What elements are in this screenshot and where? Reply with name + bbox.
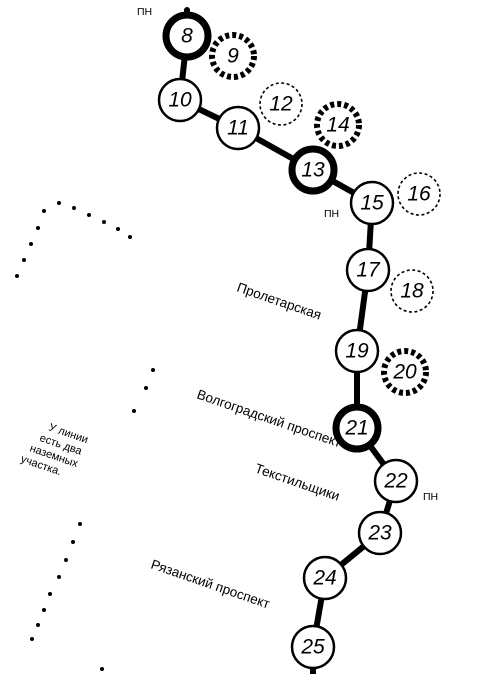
- node-17: 17: [345, 247, 391, 293]
- node-25: 25: [290, 624, 336, 670]
- node-18-number: 18: [400, 280, 424, 303]
- node-10-number: 10: [168, 89, 192, 112]
- node-24: 24: [302, 555, 348, 601]
- node-13: 13: [288, 145, 338, 195]
- pn-mark-top: ПН: [137, 6, 152, 18]
- node-15: 15: [349, 180, 395, 226]
- node-9: 9: [209, 32, 257, 80]
- node-17-number: 17: [356, 259, 381, 282]
- node-11-number: 11: [227, 117, 249, 140]
- dotted-path-bottom: [30, 522, 104, 671]
- node-23-number: 23: [367, 522, 392, 545]
- node-10: 10: [157, 77, 203, 123]
- node-14: 14: [314, 101, 362, 149]
- node-16: 16: [397, 172, 441, 216]
- node-22-number: 22: [383, 470, 408, 493]
- station-label-ryazansky: Рязанский проспект: [149, 557, 272, 612]
- node-8-number: 8: [181, 25, 193, 48]
- node-8: 8: [162, 11, 212, 61]
- node-19: 19: [334, 328, 380, 374]
- station-label-volgogradsky: Волгоградский проспект: [195, 387, 343, 451]
- pn-mark-15: ПН: [324, 208, 339, 220]
- node-12-number: 12: [269, 93, 293, 116]
- node-15-number: 15: [360, 192, 384, 215]
- node-21-number: 21: [344, 417, 368, 440]
- node-21: 21: [332, 403, 382, 453]
- node-12: 12: [259, 82, 303, 126]
- station-label-proletarskaya: Пролетарская: [235, 280, 323, 323]
- dotted-path-top: [15, 201, 132, 278]
- pn-mark-22: ПН: [423, 491, 438, 503]
- node-20-number: 20: [392, 361, 417, 384]
- node-25-number: 25: [300, 636, 325, 659]
- note-text: У линии есть два наземных участка.: [19, 421, 89, 478]
- node-11: 11: [215, 105, 261, 151]
- node-13-number: 13: [301, 159, 325, 182]
- node-20: 20: [381, 348, 429, 396]
- node-22: 22: [373, 458, 419, 504]
- node-16-number: 16: [407, 183, 431, 206]
- dotted-path-middle: [132, 368, 155, 413]
- node-14-number: 14: [326, 114, 349, 137]
- node-24-number: 24: [312, 567, 336, 590]
- node-18: 18: [390, 269, 434, 313]
- node-23: 23: [357, 510, 403, 556]
- node-9-number: 9: [227, 45, 239, 68]
- station-label-tekstilshchiki: Текстильщики: [253, 461, 342, 504]
- node-19-number: 19: [345, 340, 369, 363]
